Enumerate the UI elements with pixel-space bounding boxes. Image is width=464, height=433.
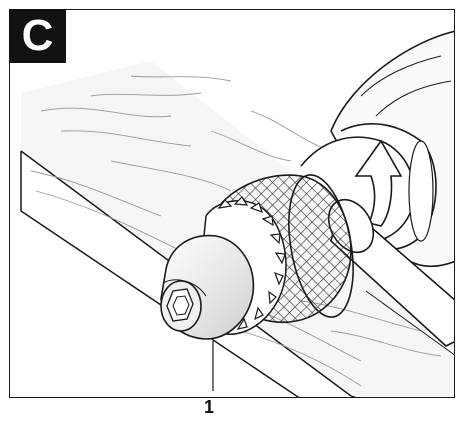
drill-illustration [20, 30, 454, 397]
chuck-nose [160, 234, 255, 340]
figure-label: C [9, 9, 66, 63]
figure-frame [9, 9, 455, 398]
callout-1: 1 [204, 397, 215, 417]
rotation-arrow [354, 139, 403, 227]
